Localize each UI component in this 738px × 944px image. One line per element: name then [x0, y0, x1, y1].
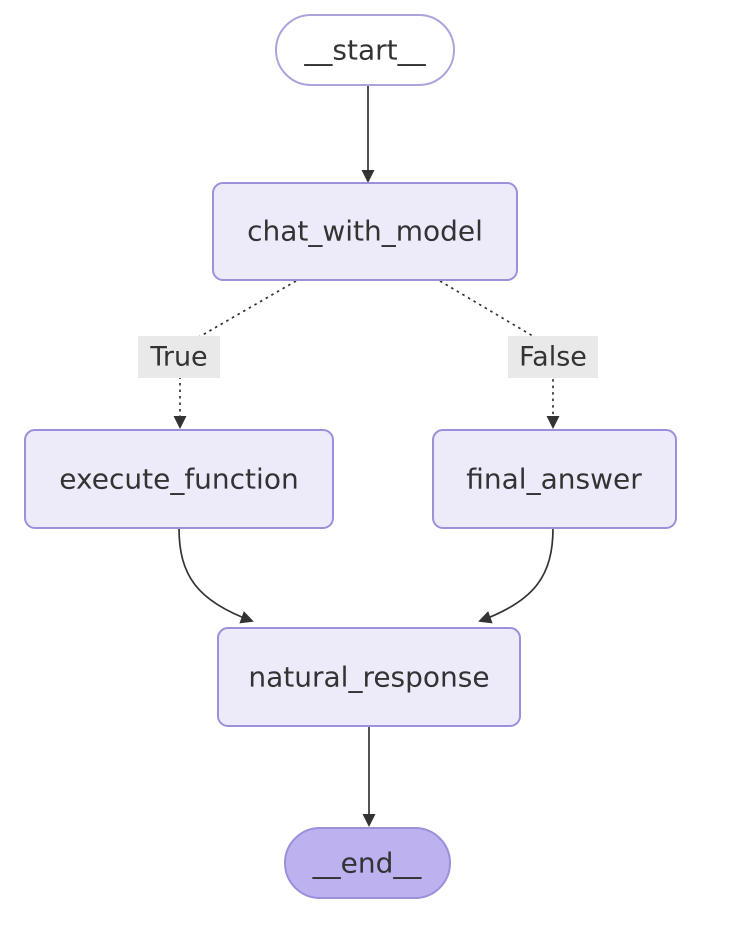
edge-label-true-text: True [149, 342, 207, 373]
edge-label-true-bg [138, 336, 220, 378]
node-final-answer: final_answer [432, 429, 677, 529]
node-start: __start__ [275, 14, 455, 86]
node-execute-function: execute_function [24, 429, 334, 529]
edge-execute-function-to-natural-response [178, 527, 254, 624]
node-execute-function-shape [24, 429, 334, 529]
node-chat-with-model-shape [212, 182, 518, 281]
node-start-label: __start__ [303, 34, 426, 67]
node-chat-with-model: chat_with_model [212, 182, 518, 281]
edge-label-true: True [138, 336, 220, 378]
node-execute-function-label: execute_function [59, 463, 298, 496]
node-end-shape [284, 827, 451, 899]
edge-final-answer-to-natural-response [478, 527, 554, 624]
node-chat-with-model-label: chat_with_model [247, 215, 483, 248]
node-start-shape [275, 14, 455, 86]
node-natural-response: natural_response [217, 627, 521, 727]
edge-label-false: False [508, 336, 598, 378]
node-final-answer-label: final_answer [466, 463, 642, 496]
edge-label-false-text: False [519, 342, 587, 373]
node-end-label: __end__ [312, 847, 423, 880]
node-natural-response-label: natural_response [248, 661, 489, 694]
node-end: __end__ [284, 827, 451, 899]
edge-label-false-bg [508, 336, 598, 378]
node-natural-response-shape [217, 627, 521, 727]
node-final-answer-shape [432, 429, 677, 529]
